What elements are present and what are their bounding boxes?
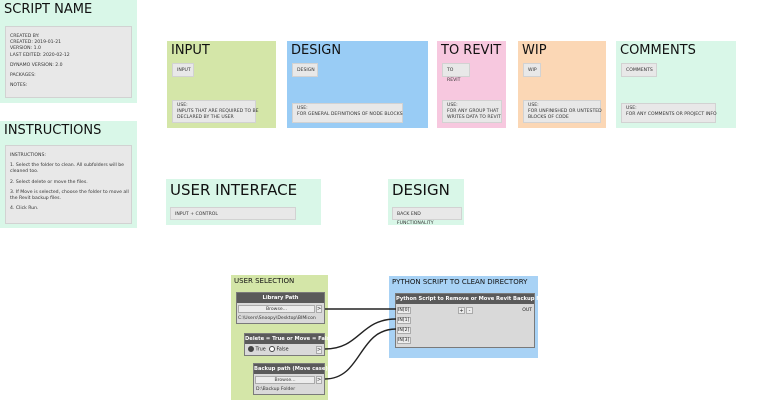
group-title-input: INPUT bbox=[171, 43, 210, 58]
note-line: USE: bbox=[626, 106, 637, 111]
library-path-node[interactable]: Library Path Browse... > C:\Users\Snoopy… bbox=[236, 292, 325, 324]
browse-button[interactable]: Browse... bbox=[238, 305, 315, 313]
group-title-python: PYTHON SCRIPT TO CLEAN DIRECTORY bbox=[392, 278, 528, 286]
design-tag-note[interactable]: DESIGN bbox=[292, 63, 318, 77]
group-design-backend[interactable]: DESIGN BACK END FUNCTIONALITY bbox=[388, 179, 464, 226]
note-line: FOR ANY GROUP THAT bbox=[447, 109, 499, 115]
group-to-revit[interactable]: TO REVIT TO REVIT USE: FOR ANY GROUP THA… bbox=[437, 41, 506, 128]
note-line: BLOCKS OF CODE bbox=[528, 115, 569, 121]
input-port-2[interactable]: IN[2] bbox=[397, 327, 411, 334]
output-port[interactable]: > bbox=[316, 305, 322, 313]
node-title: Library Path bbox=[237, 293, 324, 303]
user-interface-note[interactable]: INPUT + CONTROL bbox=[170, 207, 296, 220]
true-radio[interactable]: True bbox=[248, 346, 266, 355]
note-line: 2. Select delete or move the files. bbox=[10, 179, 88, 185]
browse-button[interactable]: Browse... bbox=[255, 376, 315, 384]
to-revit-tag-note[interactable]: TO REVIT bbox=[442, 63, 470, 83]
note-line: 1. Select the folder to clean. All subfo… bbox=[10, 163, 124, 169]
note-line: VERSION: 1.0 bbox=[10, 46, 41, 52]
note-line: CREATED BY: bbox=[10, 34, 40, 39]
note-line: FOR GENERAL DEFINITIONS OF NODE BLOCKS bbox=[297, 112, 403, 118]
python-script-node[interactable]: Python Script to Remove or Move Revit Ba… bbox=[395, 293, 550, 348]
add-input-button[interactable]: + bbox=[458, 307, 465, 314]
note-line: FOR ANY COMMENTS OR PROJECT INFO bbox=[626, 112, 717, 118]
input-tag-note[interactable]: INPUT bbox=[172, 63, 194, 77]
design-backend-note[interactable]: BACK END FUNCTIONALITY bbox=[392, 207, 462, 226]
group-title-design-backend: DESIGN bbox=[392, 181, 450, 199]
note-line: cleaned too. bbox=[10, 169, 39, 175]
remove-input-button[interactable]: - bbox=[466, 307, 473, 314]
note-line: DYNAMO VERSION: 2.0 bbox=[10, 62, 63, 68]
note-line: USE: bbox=[447, 103, 458, 108]
note-line: FOR UNFINISHED OR UNTESTED bbox=[528, 109, 602, 115]
group-input[interactable]: INPUT INPUT USE: INPUTS THAT ARE REQUIRE… bbox=[167, 41, 276, 128]
group-title-to-revit: TO REVIT bbox=[441, 43, 502, 58]
node-title: Python Script to Remove or Move Revit Ba… bbox=[396, 294, 550, 304]
note-line: the Revit backup files. bbox=[10, 196, 61, 202]
selected-path: C:\Users\Snoopy\Desktop\BIMicon bbox=[238, 316, 316, 321]
group-title-user-selection: USER SELECTION bbox=[234, 277, 295, 285]
group-script-name[interactable]: SCRIPT NAME CREATED BY: CREATED: 2019-01… bbox=[0, 0, 137, 103]
false-radio[interactable]: False bbox=[269, 346, 289, 355]
radio-empty-icon bbox=[269, 346, 275, 352]
note-line: INSTRUCTIONS: bbox=[10, 153, 46, 158]
input-port-3[interactable]: IN[3] bbox=[397, 337, 411, 344]
note-line: USE: bbox=[177, 103, 188, 108]
wire-backup-to-in2[interactable] bbox=[324, 328, 397, 380]
node-title: Backup path (Move case) bbox=[254, 364, 328, 374]
design-use-note[interactable]: USE: FOR GENERAL DEFINITIONS OF NODE BLO… bbox=[292, 103, 403, 123]
group-title-design: DESIGN bbox=[291, 43, 342, 58]
group-title-user-interface: USER INTERFACE bbox=[170, 181, 298, 199]
output-port[interactable]: > bbox=[316, 346, 322, 354]
note-line: LAST EDITED: 2020-02-12 bbox=[10, 52, 70, 58]
group-comments[interactable]: COMMENTS COMMENTS USE: FOR ANY COMMENTS … bbox=[616, 41, 736, 128]
note-line: INPUTS THAT ARE REQUIRED TO BE bbox=[177, 109, 259, 115]
group-design[interactable]: DESIGN DESIGN USE: FOR GENERAL DEFINITIO… bbox=[287, 41, 428, 128]
group-wip[interactable]: WIP WIP USE: FOR UNFINISHED OR UNTESTED … bbox=[518, 41, 606, 128]
note-line: WRITES DATA TO REVIT bbox=[447, 115, 501, 121]
note-line: USE: bbox=[528, 103, 539, 108]
note-line: NOTES: bbox=[10, 83, 28, 89]
output-port[interactable]: > bbox=[316, 376, 322, 384]
input-use-note[interactable]: USE: INPUTS THAT ARE REQUIRED TO BE DECL… bbox=[172, 100, 259, 123]
instructions-note[interactable]: INSTRUCTIONS: 1. Select the folder to cl… bbox=[5, 145, 132, 224]
input-port-1[interactable]: IN[1] bbox=[397, 317, 411, 324]
wire-deletemove-to-in1[interactable] bbox=[324, 318, 397, 350]
note-line: USE: bbox=[297, 106, 308, 111]
group-title-comments: COMMENTS bbox=[620, 43, 696, 58]
note-line: 4. Click Run. bbox=[10, 206, 39, 212]
output-port-out[interactable]: OUT bbox=[522, 308, 532, 313]
delete-move-node[interactable]: Delete = True or Move = False True False… bbox=[244, 333, 334, 356]
radio-selected-icon bbox=[248, 346, 254, 352]
to-revit-use-note[interactable]: USE: FOR ANY GROUP THAT WRITES DATA TO R… bbox=[442, 100, 502, 123]
note-line: PACKAGES: bbox=[10, 73, 36, 79]
comments-tag-note[interactable]: COMMENTS bbox=[621, 63, 657, 77]
wip-use-note[interactable]: USE: FOR UNFINISHED OR UNTESTED BLOCKS O… bbox=[523, 100, 602, 123]
comments-use-note[interactable]: USE: FOR ANY COMMENTS OR PROJECT INFO bbox=[621, 103, 717, 123]
note-line: 3. If Move is selected, choose the folde… bbox=[10, 189, 129, 195]
backup-path-node[interactable]: Backup path (Move case) Browse... > D:\B… bbox=[253, 363, 328, 395]
group-instructions[interactable]: INSTRUCTIONS INSTRUCTIONS: 1. Select the… bbox=[0, 121, 137, 228]
input-port-0[interactable]: IN[0] bbox=[397, 307, 411, 314]
group-title-wip: WIP bbox=[522, 43, 547, 58]
false-label: False bbox=[276, 347, 289, 353]
true-label: True bbox=[255, 347, 266, 353]
selected-path: D:\Backup Folder bbox=[256, 387, 296, 392]
script-info-note[interactable]: CREATED BY: CREATED: 2019-01-21 VERSION:… bbox=[5, 26, 132, 98]
group-user-interface[interactable]: USER INTERFACE INPUT + CONTROL bbox=[166, 179, 321, 225]
node-title: Delete = True or Move = False bbox=[245, 334, 334, 344]
wip-tag-note[interactable]: WIP bbox=[523, 63, 541, 77]
group-title-script-name: SCRIPT NAME bbox=[4, 2, 93, 17]
note-line: DECLARED BY THE USER bbox=[177, 115, 234, 121]
note-line: CREATED: 2019-01-21 bbox=[10, 40, 62, 46]
group-title-instructions: INSTRUCTIONS bbox=[4, 123, 102, 138]
